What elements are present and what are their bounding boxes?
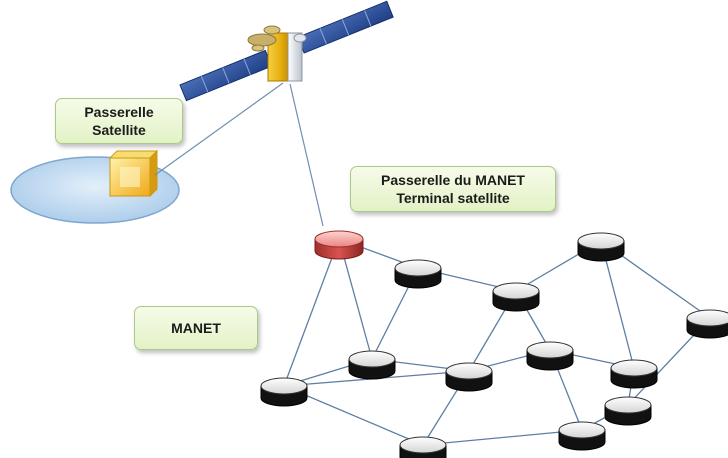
manet-node-n7 — [399, 436, 447, 458]
manet-node-n3 — [577, 232, 625, 262]
manet-link-gw-n5 — [283, 238, 340, 387]
satellite-icon — [179, 0, 394, 102]
satellite-gateway-label-line1: Passerelle — [84, 103, 154, 120]
manet-node-n6 — [445, 362, 493, 392]
manet-gateway-label: Passerelle du MANET Terminal satellite — [350, 166, 556, 212]
manet-node-n1 — [394, 259, 442, 289]
manet-gateway-label-line1: Passerelle du MANET — [381, 171, 525, 188]
manet-node-n4 — [348, 350, 396, 380]
manet-node-n12 — [604, 396, 652, 426]
manet-gateway-node — [314, 230, 364, 260]
manet-link-n7-n10 — [422, 429, 583, 446]
manet-node-n2 — [492, 282, 540, 312]
satellite-gateway-label-line2: Satellite — [92, 122, 146, 138]
manet-node-n11 — [686, 309, 728, 339]
manet-link-n3-n9 — [600, 240, 635, 369]
manet-node-n9 — [610, 359, 658, 389]
manet-gateway-label-line2: Terminal satellite — [396, 190, 510, 206]
manet-node-n8 — [526, 341, 574, 371]
manet-node-n10 — [558, 421, 606, 451]
manet-label: MANET — [134, 306, 258, 350]
satellite-gateway-label: Passerelle Satellite — [55, 98, 183, 144]
manet-node-n5 — [260, 377, 308, 407]
manet-label-text: MANET — [171, 319, 221, 336]
manet-nodes — [260, 230, 728, 458]
satellite-link-ground — [154, 82, 284, 176]
ground-station-cube-icon — [108, 149, 159, 198]
satellite-link-manet — [289, 83, 324, 227]
ground-station — [10, 149, 180, 224]
